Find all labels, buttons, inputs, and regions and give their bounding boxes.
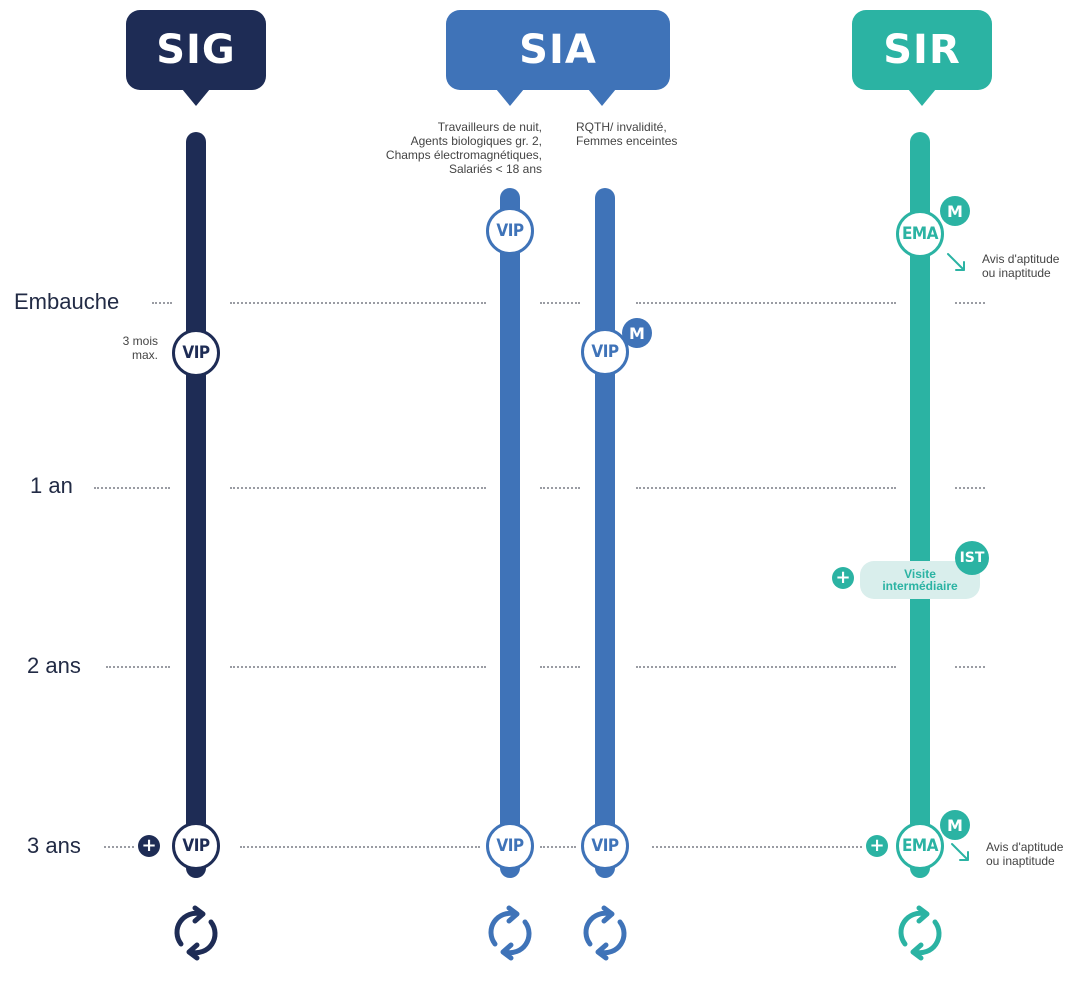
pill-line: Visite: [904, 567, 936, 581]
guide-embauche: [230, 302, 486, 304]
badge-label: IST: [959, 550, 985, 566]
header-sir-label: SIR: [883, 27, 961, 73]
row-label-embauche: Embauche: [14, 289, 120, 314]
guide-3-ans: [540, 846, 576, 848]
medical-badge-m: M: [622, 318, 652, 348]
cycle-icon: [583, 905, 627, 961]
header-sig-tail: [182, 89, 210, 106]
sia-note-left-line: Salariés < 18 ans: [448, 162, 542, 176]
guide-3-ans: [652, 846, 862, 848]
row-label-2-ans: 2 ans: [27, 653, 81, 678]
sia-note-left: Travailleurs de nuit, Agents biologiques…: [360, 120, 542, 176]
vip-marker-label: VIP: [182, 836, 210, 856]
cycle-icon: [488, 905, 532, 961]
vip-marker-sia-top: VIP: [486, 207, 534, 255]
header-sir: SIR: [852, 10, 992, 106]
sir-avis-top: Avis d'aptitude ou inaptitude: [982, 252, 1086, 280]
vip-marker-label: VIP: [591, 342, 619, 362]
row-label-1-an: 1 an: [30, 473, 73, 498]
bar-sia-1: [500, 188, 520, 878]
sia-note-left-line: Agents biologiques gr. 2,: [410, 134, 542, 148]
sig-note-line: max.: [131, 348, 158, 362]
vip-marker-sia-3-ans-1: VIP: [486, 822, 534, 870]
guide-embauche: [540, 302, 580, 304]
header-sia-label: SIA: [519, 27, 597, 73]
header-sir-tail: [908, 89, 936, 106]
vip-marker-sia-3-ans-2: VIP: [581, 822, 629, 870]
guide-2-ans: [955, 666, 985, 668]
plus-icon: +: [832, 567, 854, 589]
guide-embauche: [636, 302, 896, 304]
badge-label: M: [947, 815, 963, 835]
header-sia-tail-left: [496, 89, 524, 106]
arrow-icon: [951, 843, 969, 861]
bar-sir: [910, 132, 930, 878]
sig-note-3-mois: 3 mois max.: [100, 334, 158, 362]
sia-note-left-line: Champs électromagnétiques,: [385, 148, 542, 162]
row-label-3-ans: 3 ans: [27, 833, 81, 858]
medical-badge-m: M: [940, 196, 970, 226]
sia-note-right: RQTH/ invalidité, Femmes enceintes: [576, 120, 716, 148]
guide-embauche: [152, 302, 172, 304]
sir-avis-line: ou inaptitude: [986, 854, 1055, 868]
bar-sig: [186, 132, 206, 878]
plus-icon: +: [138, 835, 160, 857]
guide-1-an: [94, 487, 170, 489]
sia-note-right-line: Femmes enceintes: [576, 134, 678, 148]
sir-avis-line: Avis d'aptitude: [982, 252, 1060, 266]
vip-marker-label: VIP: [496, 836, 524, 856]
ema-marker-label: EMA: [901, 836, 939, 856]
ema-marker-sir-3-ans: EMA: [896, 822, 944, 870]
sia-note-left-line: Travailleurs de nuit,: [437, 120, 542, 134]
vip-marker-label: VIP: [591, 836, 619, 856]
bar-sia-2: [595, 188, 615, 878]
badge-label: M: [947, 201, 963, 221]
ema-marker-sir-top: EMA: [896, 210, 944, 258]
header-sig-label: SIG: [156, 27, 236, 73]
guide-3-ans: [104, 846, 134, 848]
vip-marker-sig-3-ans: VIP: [172, 822, 220, 870]
guide-2-ans: [636, 666, 896, 668]
vip-marker-sig-embauche: VIP: [172, 329, 220, 377]
guide-1-an: [540, 487, 580, 489]
vip-marker-sia-embauche: VIP: [581, 328, 629, 376]
header-sia-tail-right: [588, 89, 616, 106]
medical-badge-m: M: [940, 810, 970, 840]
guide-1-an: [636, 487, 896, 489]
sig-note-line: 3 mois: [122, 334, 158, 348]
vip-marker-label: VIP: [182, 343, 210, 363]
guide-1-an: [230, 487, 486, 489]
pill-line: intermédiaire: [882, 579, 958, 593]
cycle-icon: [898, 905, 942, 961]
sir-avis-bottom: Avis d'aptitude ou inaptitude: [986, 840, 1086, 868]
header-sia: SIA: [446, 10, 670, 106]
sir-avis-line: Avis d'aptitude: [986, 840, 1064, 854]
arrow-icon: [947, 253, 965, 271]
guide-3-ans: [240, 846, 480, 848]
plus-icon: +: [866, 835, 888, 857]
sir-avis-line: ou inaptitude: [982, 266, 1051, 280]
guide-2-ans: [540, 666, 580, 668]
guide-2-ans: [230, 666, 486, 668]
guide-2-ans: [106, 666, 170, 668]
header-sig: SIG: [126, 10, 266, 106]
guide-embauche: [955, 302, 985, 304]
cycle-icon: [174, 905, 218, 961]
guide-1-an: [955, 487, 985, 489]
badge-label: M: [629, 323, 645, 343]
sia-note-right-line: RQTH/ invalidité,: [576, 120, 667, 134]
ema-marker-label: EMA: [901, 224, 939, 244]
vip-marker-label: VIP: [496, 221, 524, 241]
ist-badge: IST: [955, 541, 989, 575]
